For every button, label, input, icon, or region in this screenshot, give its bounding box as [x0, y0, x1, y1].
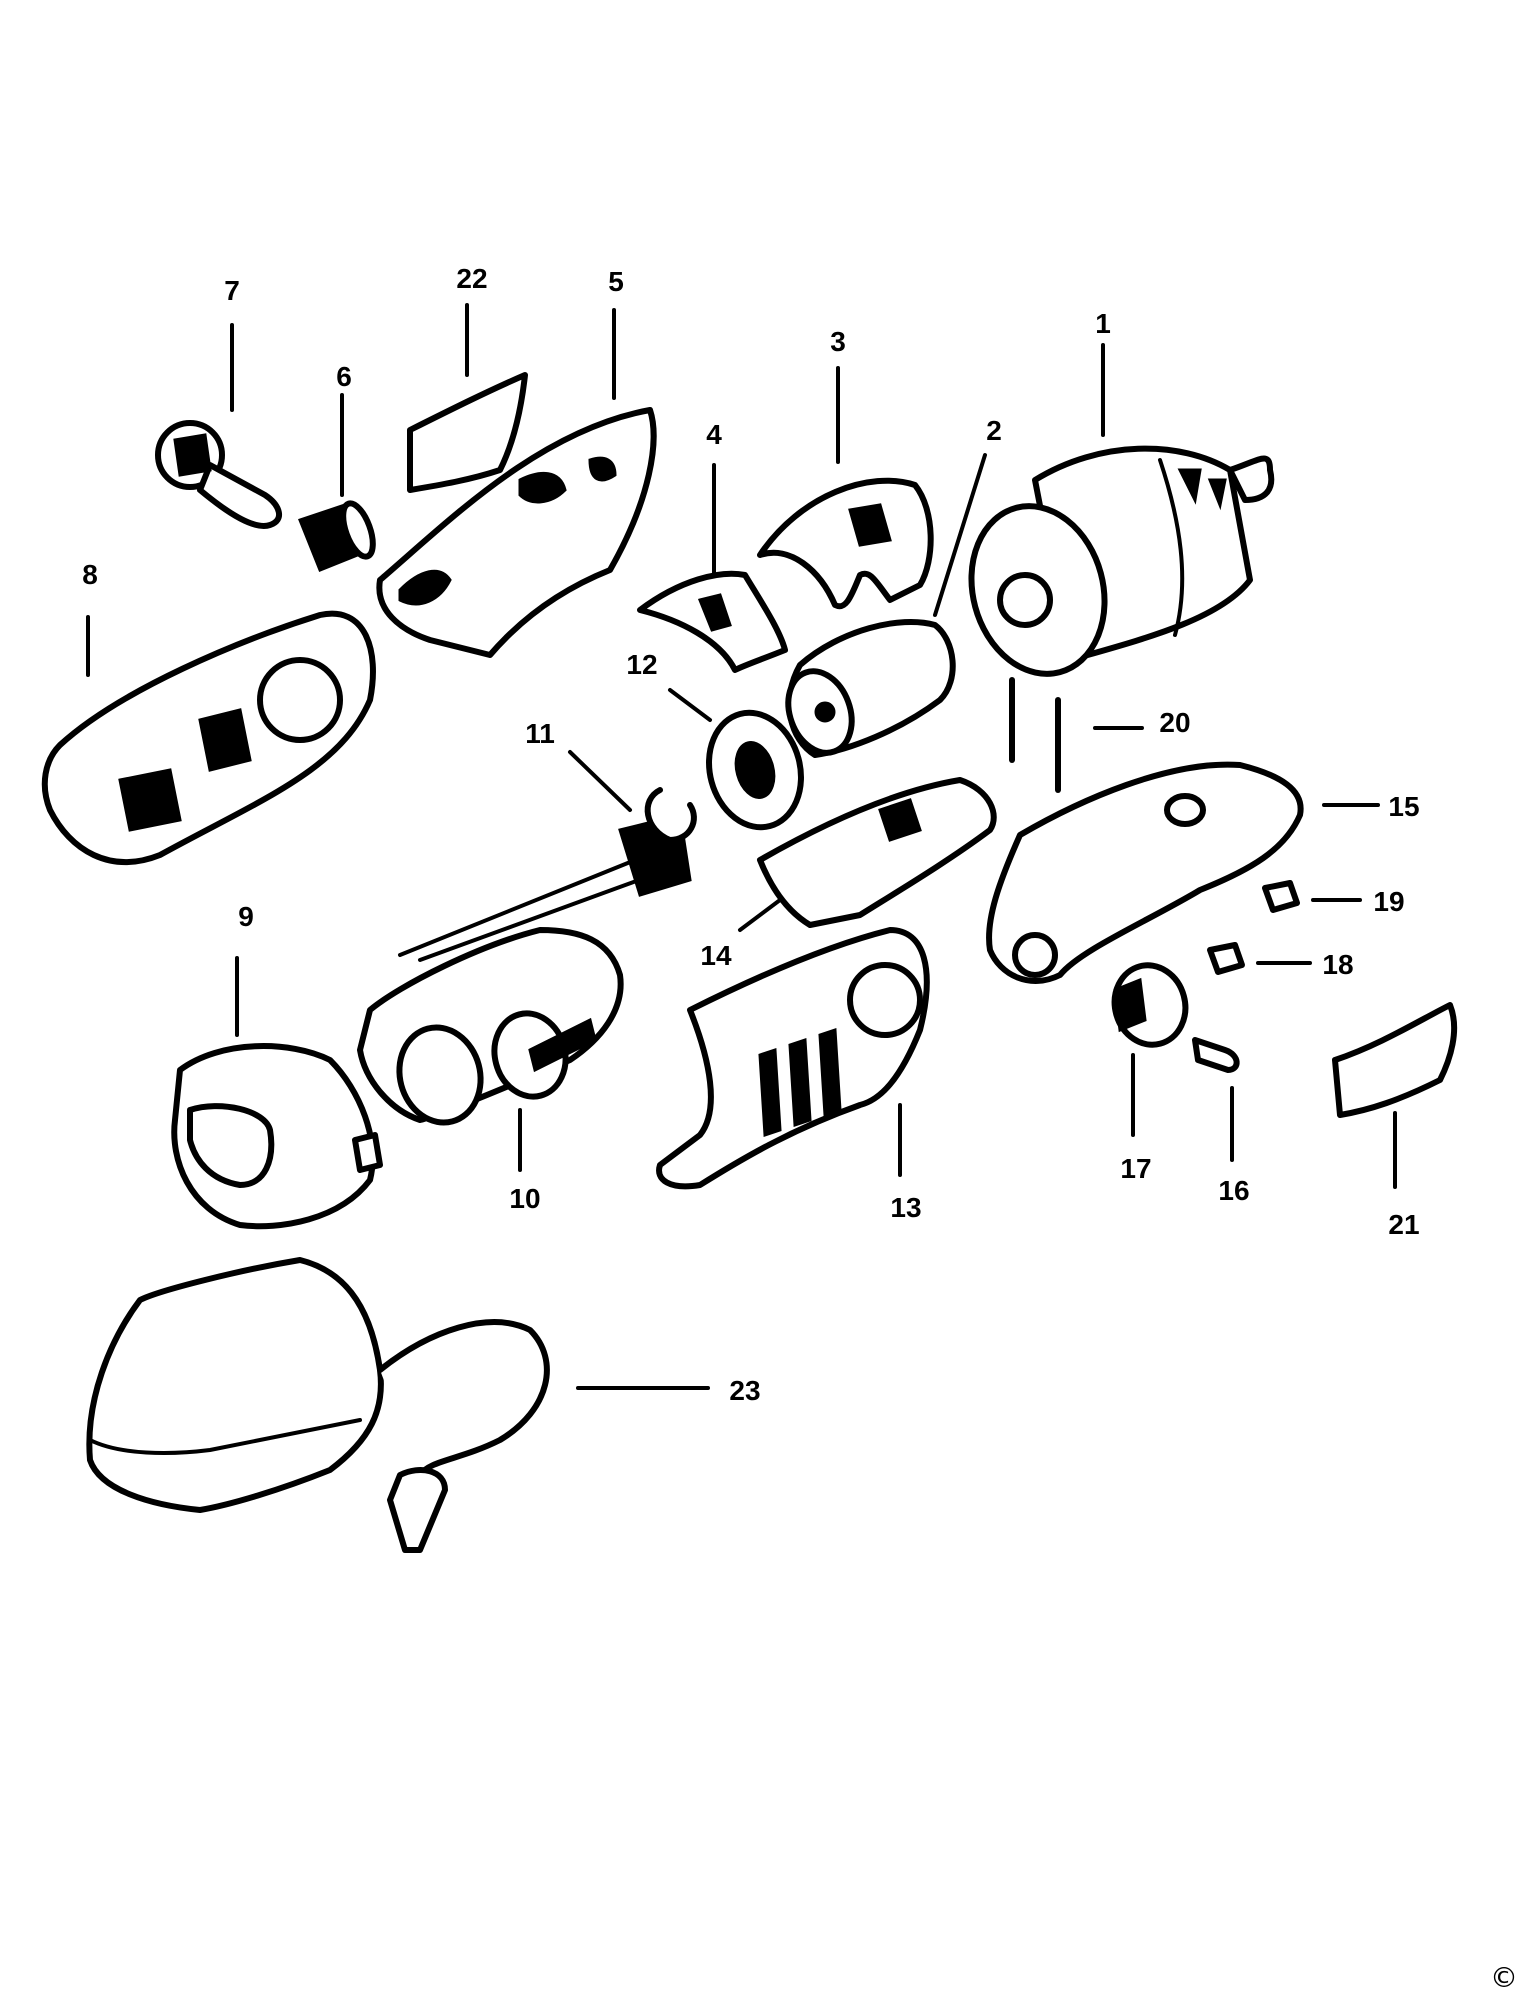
callout-1: 1 — [1095, 308, 1111, 339]
part-3-gear-cover — [757, 477, 934, 610]
callout-8: 8 — [82, 559, 98, 590]
part-13-handle-half — [656, 927, 930, 1190]
callout-5: 5 — [608, 266, 624, 297]
callout-numbers: 1 2 3 4 5 6 7 8 9 10 11 12 13 14 15 16 1… — [82, 263, 1419, 1406]
callout-13: 13 — [890, 1192, 921, 1223]
callout-19: 19 — [1373, 886, 1404, 917]
part-6-roller — [298, 500, 376, 572]
leader-12 — [668, 688, 712, 722]
part-21-label-plate — [1332, 1002, 1458, 1118]
leader-11 — [568, 750, 632, 812]
callout-9: 9 — [238, 901, 254, 932]
part-19-small-clip — [1262, 880, 1300, 913]
part-14-gear-housing — [757, 777, 997, 928]
part-2-motor — [785, 619, 956, 758]
part-16-screw — [1192, 1037, 1240, 1073]
callout-17: 17 — [1120, 1153, 1151, 1184]
callout-20: 20 — [1159, 707, 1190, 738]
part-22-label-plate — [407, 372, 528, 493]
callout-15: 15 — [1388, 791, 1419, 822]
callout-11: 11 — [525, 718, 555, 749]
callout-16: 16 — [1218, 1175, 1249, 1206]
leader-14 — [738, 898, 782, 932]
callout-6: 6 — [336, 361, 352, 392]
part-9-end-cap — [171, 1043, 383, 1230]
part-1-cylinder-housing — [968, 445, 1275, 677]
copyright-symbol: © — [1490, 1961, 1518, 1994]
callout-22: 22 — [456, 263, 487, 294]
part-4-clip — [637, 570, 788, 673]
part-18-small-clip — [1207, 942, 1245, 975]
callout-10: 10 — [509, 1183, 540, 1214]
callout-18: 18 — [1322, 949, 1353, 980]
callout-3: 3 — [830, 326, 846, 357]
callout-2: 2 — [986, 415, 1002, 446]
part-12-gear-ring — [706, 709, 804, 831]
part-20-pins — [1009, 677, 1061, 793]
callout-23: 23 — [729, 1375, 760, 1406]
part-15-outer-housing — [986, 761, 1304, 984]
part-7-bit-holder — [155, 420, 282, 529]
callout-7: 7 — [224, 275, 240, 306]
callout-21: 21 — [1388, 1209, 1419, 1240]
part-17-knob — [1111, 962, 1189, 1048]
part-11-contact-assembly — [398, 787, 697, 962]
part-8-body-half — [41, 610, 376, 866]
leader-2 — [933, 453, 987, 617]
part-23-charger — [86, 1257, 550, 1553]
part-5-housing-half — [376, 407, 657, 658]
callout-12: 12 — [626, 649, 657, 680]
callout-4: 4 — [706, 419, 722, 450]
leader-lines — [86, 303, 1397, 1390]
callout-14: 14 — [700, 940, 732, 971]
part-10-battery-pack — [357, 927, 624, 1126]
